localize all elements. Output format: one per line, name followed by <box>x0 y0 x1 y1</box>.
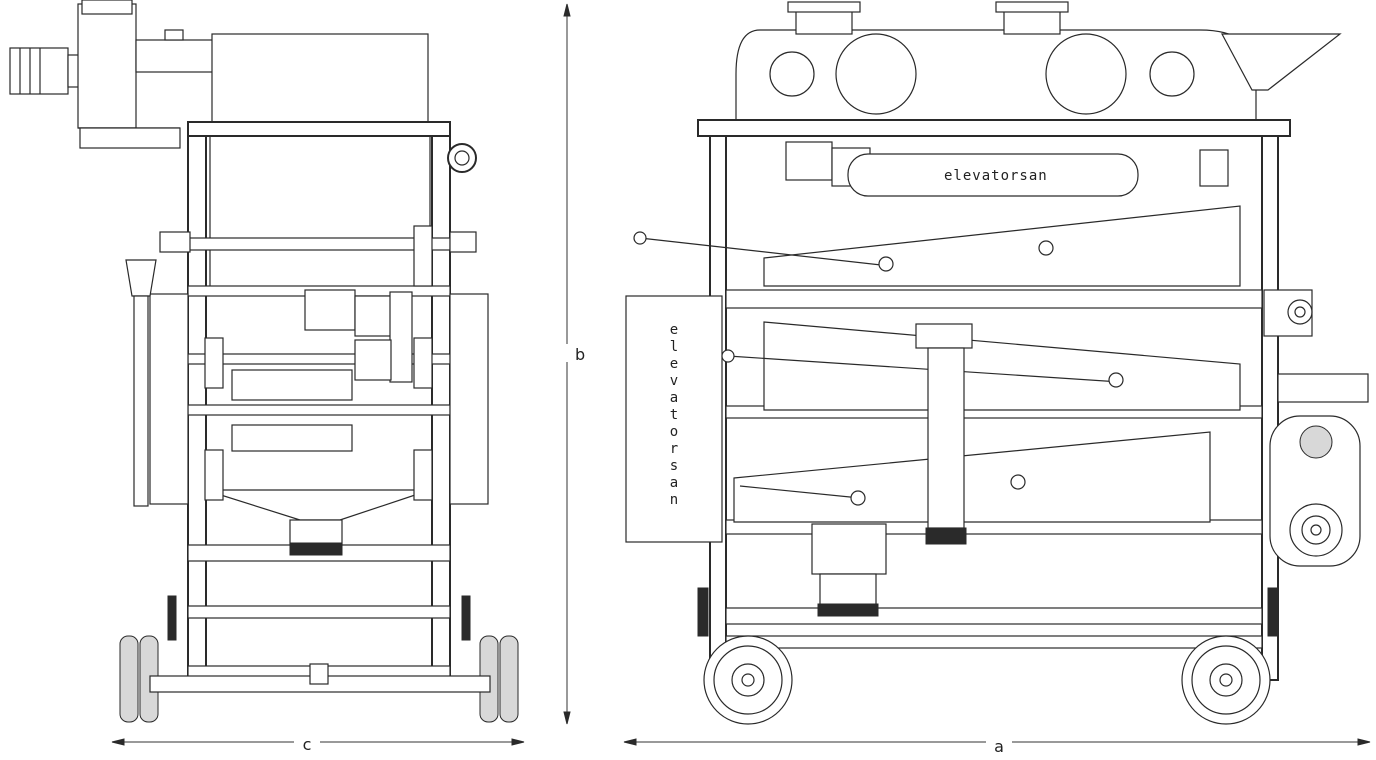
side-panel-letter: s <box>670 458 678 474</box>
sieve-decks <box>733 205 1241 523</box>
side-panel-letter: n <box>670 492 678 508</box>
right-side-panel <box>449 293 489 505</box>
side-panel-letter: o <box>670 424 678 440</box>
top-hopper <box>209 33 431 293</box>
left-wheels <box>119 635 159 723</box>
side-panel-letter: a <box>670 390 678 406</box>
front-wheel <box>703 635 793 725</box>
end-view <box>9 0 519 723</box>
side-panel-letter: r <box>670 441 678 457</box>
rear-wheel <box>1181 635 1271 725</box>
center-chute <box>915 323 973 545</box>
bottom-discharge <box>811 523 887 575</box>
left-side-panel <box>149 293 189 505</box>
fan-motor-assembly <box>9 0 217 149</box>
side-panel-letter: l <box>670 339 678 355</box>
discharge-funnel <box>204 489 431 521</box>
dimension-a: a <box>623 737 1371 756</box>
dimension-label-a: a <box>994 737 1004 756</box>
branded-side-panel: elevatorsan <box>625 295 723 543</box>
dimension-label-c: c <box>303 735 312 754</box>
side-view: elevatorsan elevatorsan <box>625 1 1369 725</box>
side-panel-letter: a <box>670 475 678 491</box>
side-panel-letter: v <box>670 373 678 389</box>
middle-motor <box>304 289 413 383</box>
side-drive <box>1263 289 1369 567</box>
side-panel-letter: t <box>670 407 678 423</box>
belt-guard-label: elevatorsan <box>944 168 1048 184</box>
belt-drive: elevatorsan <box>785 141 1229 197</box>
right-pulley <box>447 143 477 173</box>
dimension-c: c <box>111 735 525 754</box>
aspiration-housing <box>735 1 1342 121</box>
dimension-b: b <box>563 3 585 725</box>
side-panel-letter: e <box>670 322 678 338</box>
side-panel-letter: e <box>670 356 678 372</box>
side-funnel <box>125 259 157 297</box>
dimension-label-b: b <box>575 345 585 364</box>
feed-hopper <box>1220 33 1342 91</box>
